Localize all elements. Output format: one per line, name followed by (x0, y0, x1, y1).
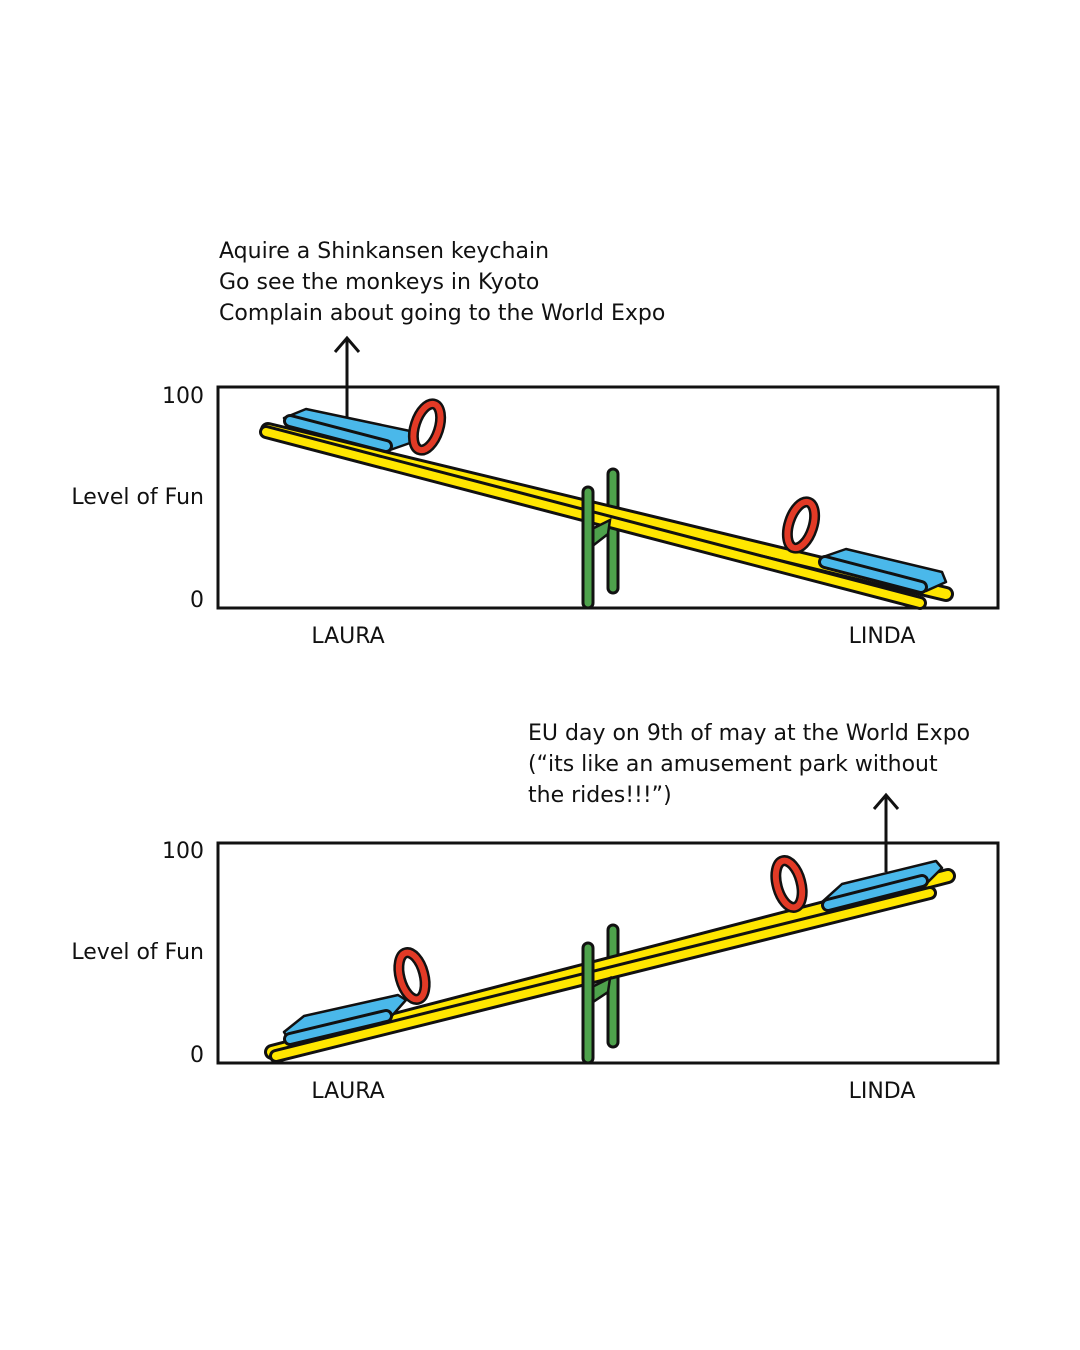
note-line-1: Aquire a Shinkansen keychain (219, 239, 550, 264)
y-tick-max: 100 (162, 839, 204, 864)
note-line-1: EU day on 9th of may at the World Expo (528, 721, 971, 746)
y-axis-label: Level of Fun (71, 940, 204, 965)
name-laura: LAURA (311, 1079, 385, 1104)
y-tick-max: 100 (162, 384, 204, 409)
chart-frame (216, 385, 1000, 610)
note-line-3: the rides!!!”) (528, 783, 672, 808)
y-tick-min: 0 (190, 1043, 204, 1068)
note-line-3: Complain about going to the World Expo (219, 301, 666, 326)
seat-laura (282, 407, 412, 453)
note-line-2: (“its like an amusement park without (528, 752, 938, 777)
seat-linda (818, 547, 948, 594)
arrow-up-icon (872, 792, 900, 872)
arrow-up-icon (333, 335, 361, 417)
y-tick-min: 0 (190, 588, 204, 613)
stand-front (581, 941, 612, 1065)
seat-laura (282, 993, 408, 1046)
chart-frame (216, 841, 1000, 1065)
name-laura: LAURA (311, 624, 385, 649)
note-line-2: Go see the monkeys in Kyoto (219, 270, 540, 295)
y-axis-label: Level of Fun (71, 485, 204, 510)
stand-front (581, 485, 612, 610)
name-linda: LINDA (848, 1079, 916, 1104)
name-linda: LINDA (848, 624, 916, 649)
seat-linda (820, 859, 944, 912)
